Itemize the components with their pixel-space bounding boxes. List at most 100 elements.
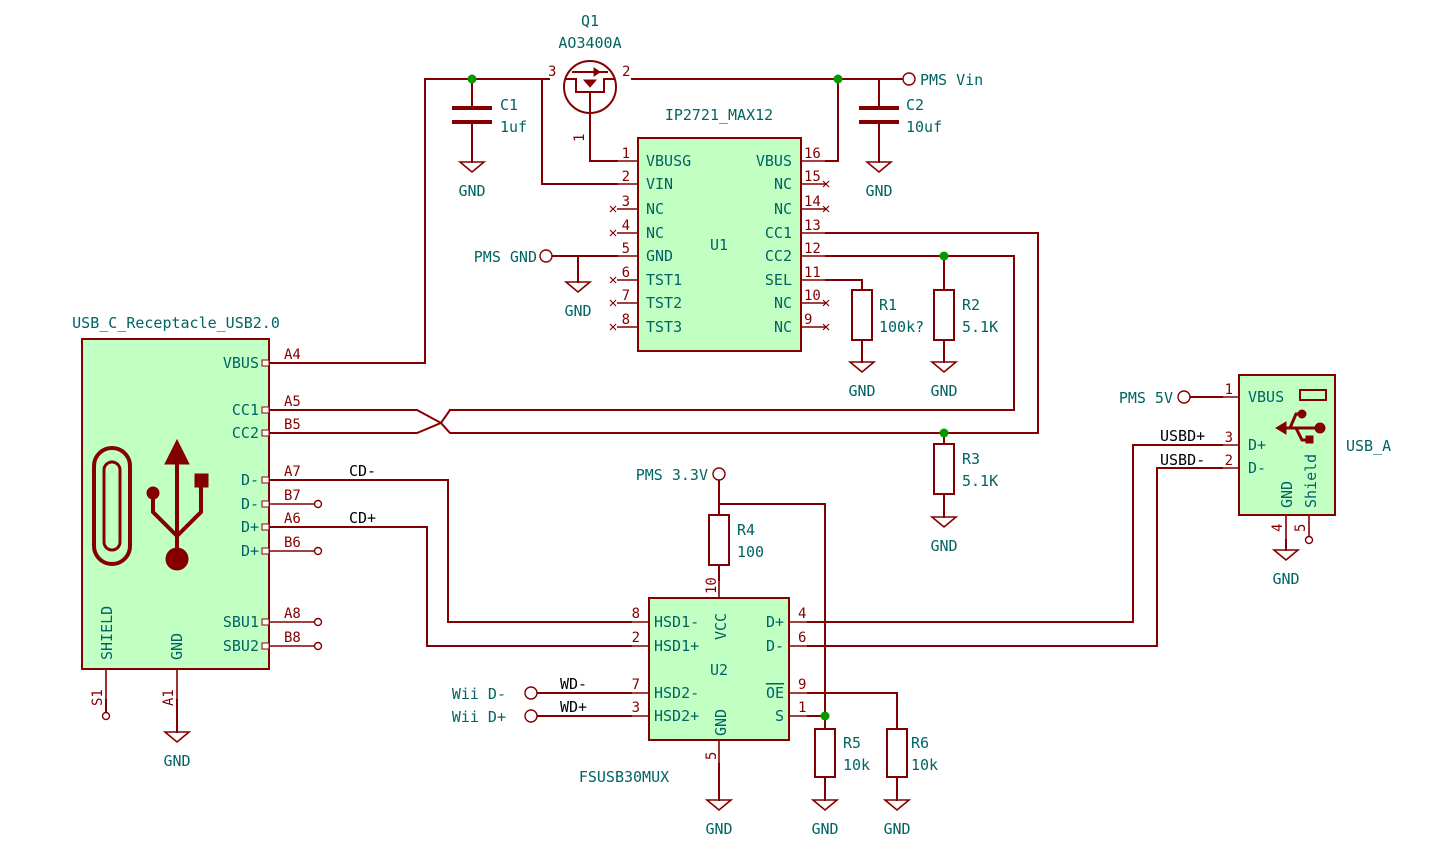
u1-pin-5-name: GND bbox=[646, 247, 673, 265]
usb-c-receptacle[interactable]: USB_C_Receptacle_USB2.0 A4VBUSA5CC1B5CC2… bbox=[72, 314, 323, 721]
u2-pin-2-num: 2 bbox=[632, 630, 640, 646]
net-usbd-minus: USBD- bbox=[1160, 451, 1205, 469]
pms-gnd-label: PMS GND bbox=[474, 248, 537, 266]
r2-resistor[interactable]: R2 5.1K bbox=[933, 289, 998, 360]
u2-pin-1-num: 1 bbox=[798, 700, 806, 716]
r3-resistor[interactable]: R3 5.1K bbox=[933, 443, 998, 515]
wii-dm-label: Wii D- bbox=[452, 685, 506, 703]
gnd-r1-symbol-icon: GND bbox=[847, 359, 877, 400]
usba-pin-3-num: 3 bbox=[1225, 430, 1233, 446]
gnd-r1-text: GND bbox=[848, 382, 875, 400]
c1-ref: C1 bbox=[500, 96, 518, 114]
usbc-pin-gnd: GND bbox=[168, 633, 186, 660]
net-wd-plus: WD+ bbox=[560, 698, 587, 716]
u1-pin-14-num: 14 bbox=[804, 194, 821, 210]
usbc-right-pins: A4VBUSA5CC1B5CC2A7D-B7D-A6D+B6D+A8SBU1B8… bbox=[223, 347, 323, 655]
gnd-usba-symbol-icon: GND bbox=[1271, 547, 1301, 588]
usbc-pin-A7-num: A7 bbox=[284, 464, 301, 480]
u2-pin-7-num: 7 bbox=[632, 677, 640, 693]
u1-pin-7-name: TST2 bbox=[646, 294, 682, 312]
usb-c-outline-icon bbox=[92, 446, 132, 566]
gnd-r5-symbol-icon: GND bbox=[810, 797, 840, 838]
u1-pin-1-name: VBUSG bbox=[646, 152, 691, 170]
usbc-pin-s1: S1 bbox=[90, 689, 106, 706]
u1-pin-12-name: CC2 bbox=[765, 247, 792, 265]
u1-pin-14-name: NC bbox=[774, 200, 792, 218]
net-labels: CD- CD+ WD- WD+ USBD+ USBD- bbox=[349, 427, 1205, 716]
u2-pin-1-name: S bbox=[775, 707, 784, 725]
u2-pin-9-name: OE bbox=[766, 684, 784, 702]
u2-ref: U2 bbox=[710, 661, 728, 679]
usbc-pin-A6-name: D+ bbox=[241, 518, 259, 536]
u1-pin-6-name: TST1 bbox=[646, 271, 682, 289]
u1-pin-9-name: NC bbox=[774, 318, 792, 336]
r1-resistor[interactable]: R1 100k? bbox=[851, 289, 924, 360]
usbc-pin-B8-name: SBU2 bbox=[223, 637, 259, 655]
gnd-r5-text: GND bbox=[811, 820, 838, 838]
gnd-c1-text: GND bbox=[458, 182, 485, 200]
r3-ref: R3 bbox=[962, 450, 980, 468]
r1-value: 100k? bbox=[879, 318, 924, 336]
q1-value: AO3400A bbox=[558, 34, 621, 52]
usbc-pin-B8-num: B8 bbox=[284, 630, 301, 646]
u2-pin-vcc: VCC bbox=[712, 613, 730, 640]
u1-pin-3-num: 3 bbox=[622, 194, 630, 210]
u1-pin-13-name: CC1 bbox=[765, 224, 792, 242]
r2-value: 5.1K bbox=[962, 318, 998, 336]
usbc-pin-A8-num: A8 bbox=[284, 606, 301, 622]
u1-pin-7-num: 7 bbox=[622, 288, 630, 304]
r6-ref: R6 bbox=[911, 734, 929, 752]
u1-pin-8-num: 8 bbox=[622, 312, 630, 328]
u2-pin-5: 5 bbox=[704, 752, 720, 760]
usbc-pin-A4-num: A4 bbox=[284, 347, 301, 363]
usbc-pin-B6-name: D+ bbox=[241, 542, 259, 560]
u2-pin-4-name: D+ bbox=[766, 613, 784, 631]
usba-pin-5: 5 bbox=[1293, 524, 1309, 532]
u1-pin-16-num: 16 bbox=[804, 146, 821, 162]
no-connect-markers bbox=[609, 180, 830, 331]
u1-pin-11-name: SEL bbox=[765, 271, 792, 289]
q1-mosfet[interactable]: 3 2 1 Q1 AO3400A bbox=[548, 12, 630, 142]
u2-pin-7-name: HSD2- bbox=[654, 684, 699, 702]
usba-pin-shield: Shield bbox=[1302, 454, 1320, 508]
u1-pin-15-num: 15 bbox=[804, 169, 821, 185]
q1-pin-d: 2 bbox=[622, 64, 630, 80]
usbc-pin-A5-name: CC1 bbox=[232, 401, 259, 419]
u1-pin-1-num: 1 bbox=[622, 146, 630, 162]
gnd-r6-text: GND bbox=[883, 820, 910, 838]
u2-pin-8-name: HSD1- bbox=[654, 613, 699, 631]
net-cd-minus: CD- bbox=[349, 462, 376, 480]
c2-ref: C2 bbox=[906, 96, 924, 114]
r4-resistor[interactable]: R4 100 bbox=[708, 514, 764, 566]
u2-pin-4-num: 4 bbox=[798, 606, 806, 622]
u2-pin-3-name: HSD2+ bbox=[654, 707, 699, 725]
r2-ref: R2 bbox=[962, 296, 980, 314]
junctions bbox=[467, 74, 949, 721]
r5-ref: R5 bbox=[843, 734, 861, 752]
r6-resistor[interactable]: R6 10k bbox=[886, 728, 938, 778]
gnd-c2-symbol-icon: GND bbox=[864, 159, 894, 200]
u2-pin-8-num: 8 bbox=[632, 606, 640, 622]
c1-capacitor[interactable]: C1 1uf bbox=[452, 95, 527, 160]
usba-pin-2-name: D- bbox=[1248, 459, 1266, 477]
u2-pin-2-name: HSD1+ bbox=[654, 637, 699, 655]
u1-value: IP2721_MAX12 bbox=[665, 106, 773, 124]
u1-pin-4-name: NC bbox=[646, 224, 664, 242]
gnd-u1-symbol-icon: GND bbox=[563, 279, 593, 320]
u2-value: FSUSB30MUX bbox=[579, 768, 669, 786]
usbc-pin-B7-num: B7 bbox=[284, 488, 301, 504]
c2-capacitor[interactable]: C2 10uf bbox=[859, 95, 942, 160]
r5-resistor[interactable]: R5 10k bbox=[814, 728, 870, 778]
net-usbd-plus: USBD+ bbox=[1160, 427, 1205, 445]
u1-pin-9-num: 9 bbox=[804, 312, 812, 328]
usb-a-symbol-icon bbox=[1275, 389, 1327, 444]
u1-pin-4-num: 4 bbox=[622, 218, 630, 234]
